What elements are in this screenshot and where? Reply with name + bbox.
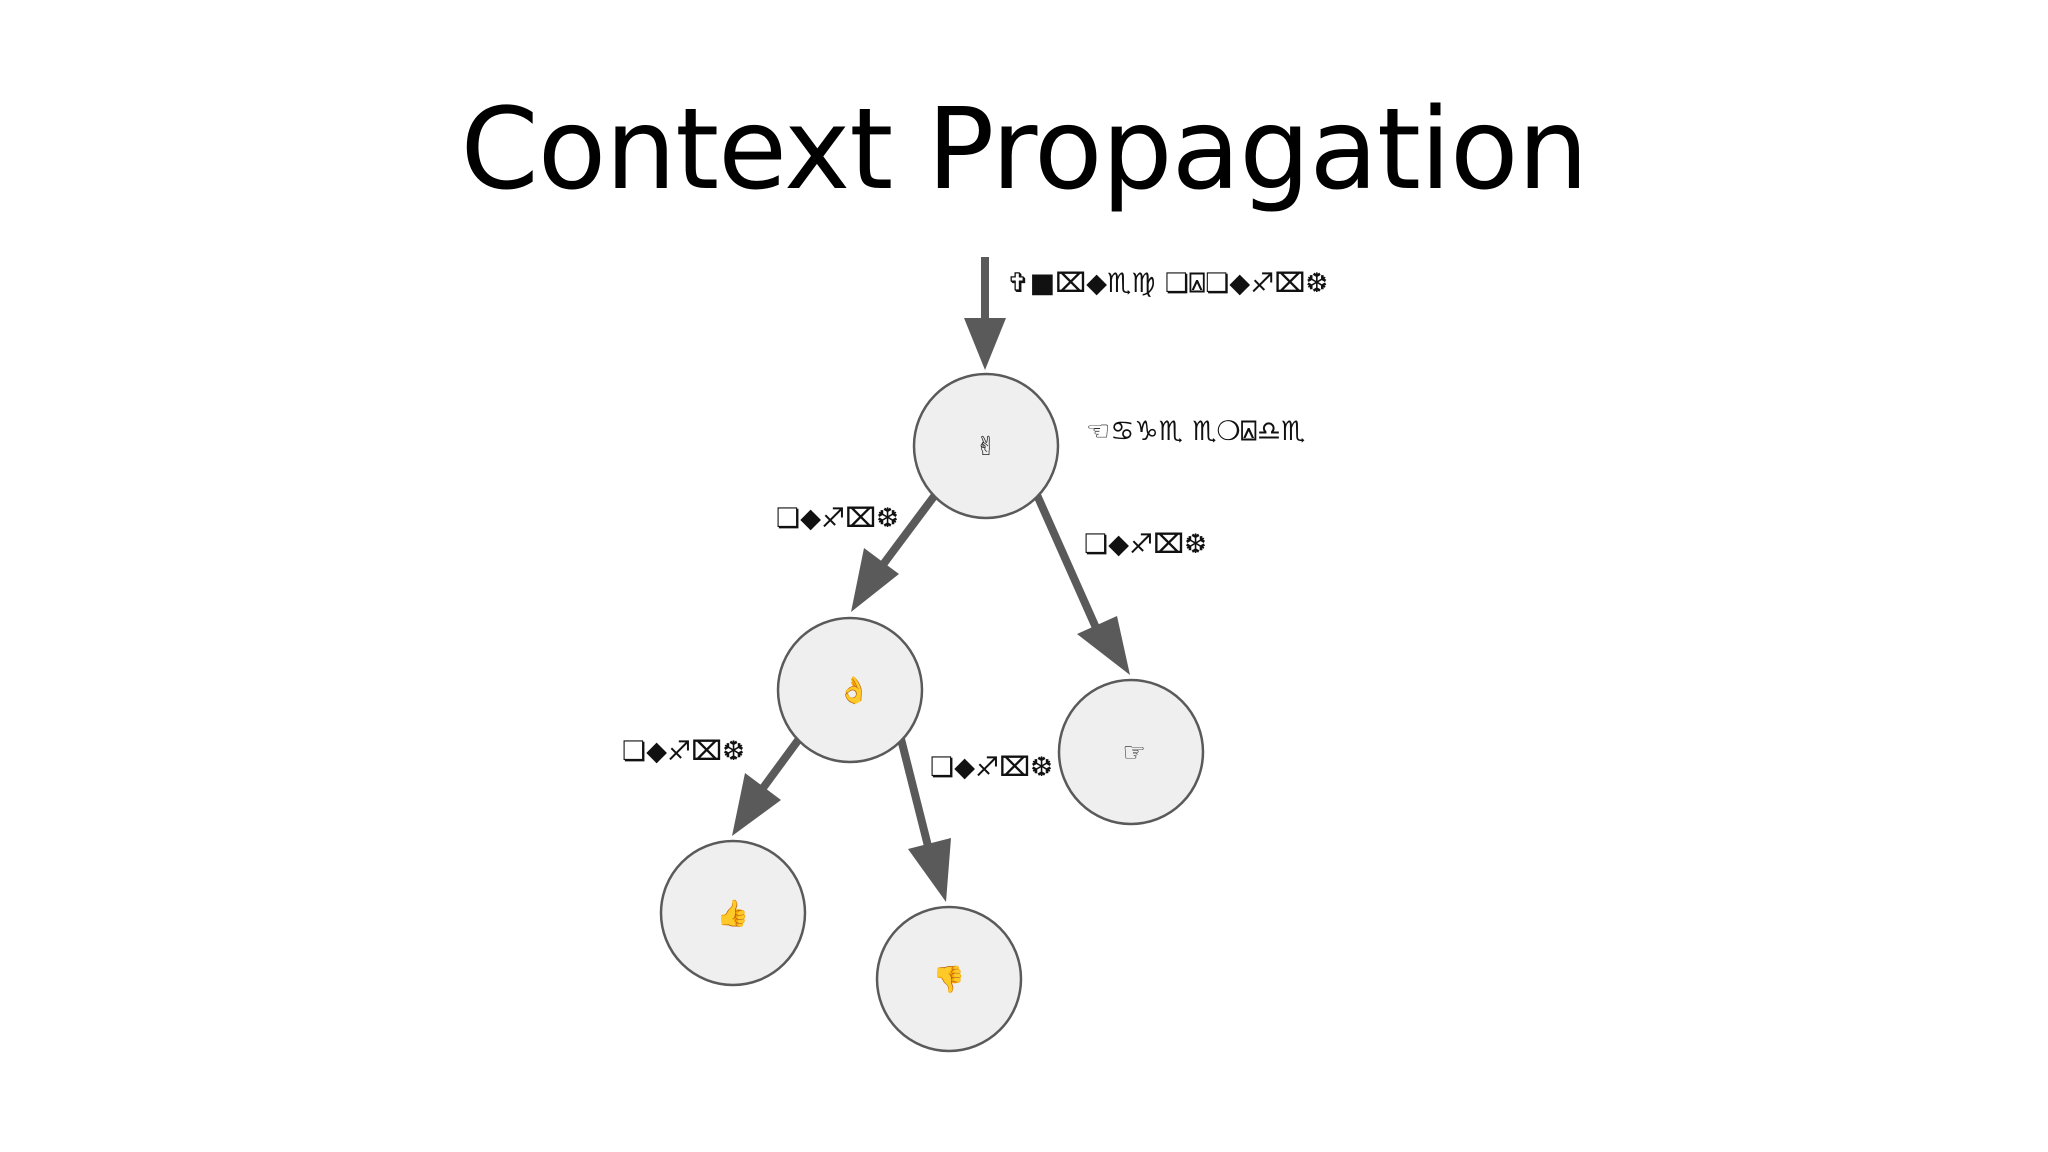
ok-hand-icon: 👌 <box>838 676 870 706</box>
node-left-left: 👍 <box>659 839 807 987</box>
edge-label-root-left: ❏◆♐⌧❆ <box>776 503 899 534</box>
edge-left-leftleft <box>732 736 803 836</box>
edge-label-left-leftright: ❏◆♐⌧❆ <box>930 752 1053 783</box>
victory-hand-icon: ✌ <box>975 432 997 462</box>
thumbs-up-icon: 👍 <box>717 898 749 929</box>
edge-root-left <box>851 492 939 612</box>
thumbs-down-icon: 👎 <box>933 965 965 995</box>
edge-label-left-leftleft: ❏◆♐⌧❆ <box>622 736 745 767</box>
pointing-hand-icon: ☞ <box>1122 738 1145 768</box>
node-left-right: 👎 <box>875 905 1023 1053</box>
edge-root-right <box>1033 493 1130 675</box>
node-root: ✌ <box>912 372 1060 520</box>
node-left: 👌 <box>776 616 924 764</box>
slide-title: Context Propagation <box>460 85 1588 215</box>
edge-label-root-right: ❏◆♐⌧❆ <box>1084 529 1207 560</box>
incoming-label: ✞■⌧◆♏♍ ❏⍓❏◆♐⌧❆ <box>1007 268 1328 299</box>
incoming-arrow <box>964 257 1006 370</box>
edge-left-leftright <box>897 738 951 902</box>
root-side-label: ☜♋♑♏ ♏❍⍓♎♏ <box>1086 416 1305 447</box>
node-right: ☞ <box>1057 678 1205 826</box>
